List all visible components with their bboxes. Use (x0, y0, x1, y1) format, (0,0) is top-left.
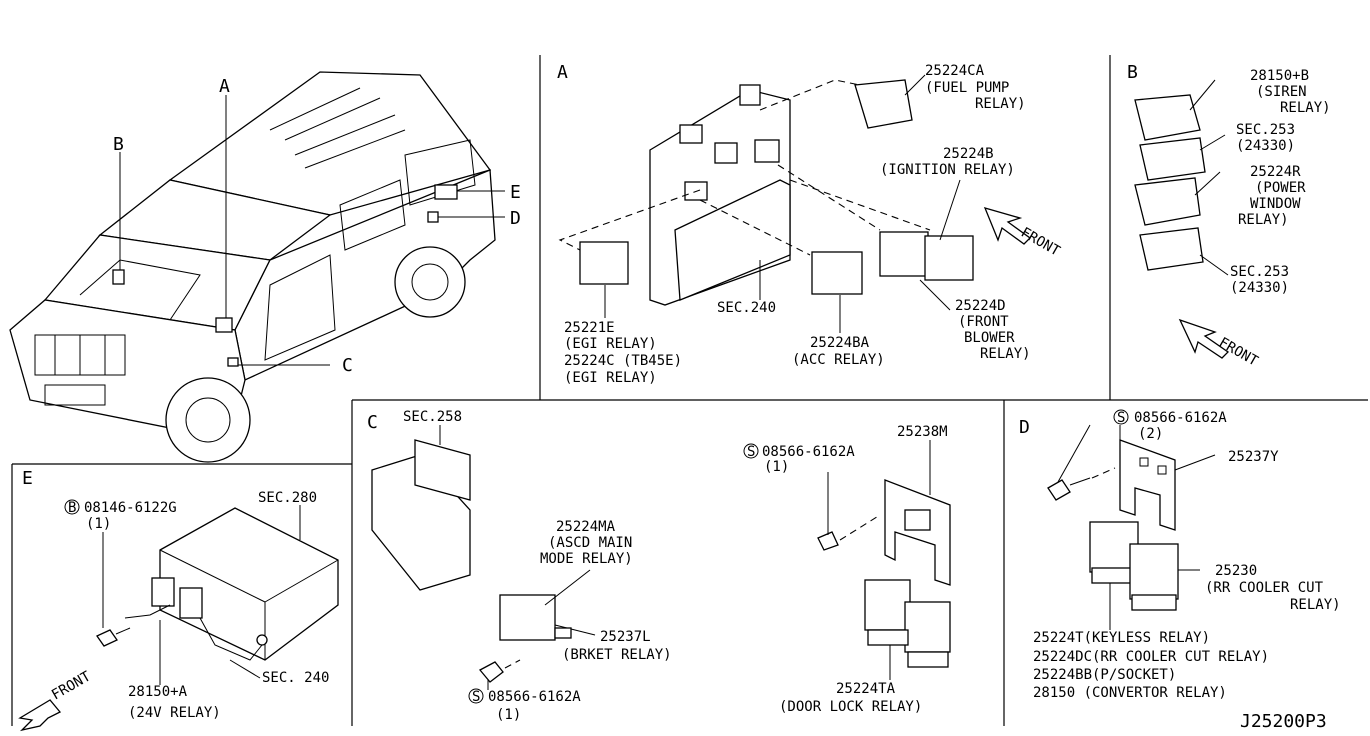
section-d: D S 08566-6162A (2) 25237Y 25230 (RR COO… (1019, 409, 1341, 701)
c-bracket-part: 25237L (600, 629, 651, 645)
c-ascd-desc2: MODE RELAY) (540, 551, 633, 567)
d-rr-cooler-part: 25230 (1215, 563, 1257, 579)
d-list-item-3: 25224BB(P/SOCKET) (1033, 667, 1176, 683)
d-list-item-4: 28150 (CONVERTOR RELAY) (1033, 685, 1227, 701)
marker-c: C (342, 355, 353, 376)
c-screw2-symbol: S (747, 444, 755, 460)
b-front-label: FRONT (1216, 335, 1261, 370)
d-bracket-part: 25237Y (1228, 449, 1279, 465)
b-siren-desc2: RELAY) (1280, 100, 1331, 116)
c-bracket-m-part: 25238M (897, 424, 948, 440)
section-a-letter: A (557, 62, 568, 83)
c-ascd-desc: (ASCD MAIN (548, 535, 632, 551)
d-screw-part: 08566-6162A (1134, 410, 1227, 426)
section-e: E B 08146-6122G (1) SEC.280 FRONT 28150+… (18, 468, 339, 732)
d-list-item-2: 25224DC(RR COOLER CUT RELAY) (1033, 649, 1269, 665)
a-egi-desc: (EGI RELAY) (564, 336, 657, 352)
a-blower-desc3: RELAY) (980, 346, 1031, 362)
d-screw-qty: (2) (1138, 426, 1163, 442)
b-power-window-desc2: WINDOW (1250, 196, 1301, 212)
c-ascd-part: 25224MA (556, 519, 616, 535)
b-sec253b: SEC.253 (1230, 264, 1289, 280)
section-b-letter: B (1127, 62, 1138, 83)
c-bracket-desc: (BRKET RELAY) (562, 647, 672, 663)
section-c-letter: C (367, 412, 378, 433)
d-list-item-1: 25224T(KEYLESS RELAY) (1033, 630, 1210, 646)
c-screw2-symbol-ring (743, 443, 759, 459)
a-blower-desc: (FRONT (958, 314, 1009, 330)
e-relay-desc: (24V RELAY) (128, 705, 221, 721)
e-bolt-part: 08146-6122G (84, 500, 177, 516)
panel-borders (11, 55, 1368, 726)
section-d-letter: D (1019, 417, 1030, 438)
a-blower-part: 25224D (955, 298, 1006, 314)
d-screw-symbol-ring (1113, 409, 1129, 425)
a-acc-part: 25224BA (810, 335, 870, 351)
d-rr-cooler-desc: (RR COOLER CUT (1205, 580, 1324, 596)
a-blower-desc2: BLOWER (964, 330, 1015, 346)
b-sec253a: SEC.253 (1236, 122, 1295, 138)
e-bolt-symbol: B (68, 500, 76, 516)
marker-d: D (510, 208, 521, 229)
c-screw-symbol: S (472, 689, 480, 705)
e-bolt-qty: (1) (86, 516, 111, 532)
b-power-window-desc3: RELAY) (1238, 212, 1289, 228)
a-fuel-pump-desc: (FUEL PUMP (925, 80, 1009, 96)
d-screw-symbol: S (1117, 410, 1125, 426)
e-relay-part: 28150+A (128, 684, 188, 700)
c-sec258: SEC.258 (403, 409, 462, 425)
a-ignition-desc: (IGNITION RELAY) (880, 162, 1015, 178)
c-screw2-part: 08566-6162A (762, 444, 855, 460)
a-fuel-pump-desc2: RELAY) (975, 96, 1026, 112)
d-rr-cooler-desc2: RELAY) (1290, 597, 1341, 613)
a-acc-desc: (ACC RELAY) (792, 352, 885, 368)
a-egi-desc2: (EGI RELAY) (564, 370, 657, 386)
marker-b: B (113, 134, 124, 155)
section-a: A 25224CA (FUEL PUMP RELAY) 25224B (557, 62, 1063, 386)
c-door-lock-part: 25224TA (836, 681, 896, 697)
c-screw-part: 08566-6162A (488, 689, 581, 705)
section-b: B 28150+B (SIREN RELAY) SEC.253 (24330) … (1127, 62, 1331, 370)
a-fuel-pump-part: 25224CA (925, 63, 985, 79)
b-sec253b-num: (24330) (1230, 280, 1289, 296)
diagram-id: J25200P3 (1240, 711, 1327, 732)
section-c: C SEC.258 25224MA (ASCD MAIN MODE RELAY) (367, 409, 951, 723)
section-e-letter: E (22, 468, 33, 489)
a-egi-part: 25221E (564, 320, 615, 336)
marker-e: E (510, 182, 521, 203)
c-screw-symbol-ring (468, 688, 484, 704)
b-power-window-part: 25224R (1250, 164, 1301, 180)
e-bolt-symbol-ring (64, 499, 80, 515)
e-sec280: SEC.280 (258, 490, 317, 506)
e-front-label: FRONT (49, 668, 94, 703)
c-screw-qty: (1) (496, 707, 521, 723)
a-egi-part2: 25224C (TB45E) (564, 353, 682, 369)
vehicle-overview: A B C E D (9, 71, 521, 463)
a-ignition-part: 25224B (943, 146, 994, 162)
b-sec253a-num: (24330) (1236, 138, 1295, 154)
c-screw2-qty: (1) (764, 459, 789, 475)
b-power-window-desc: (POWER (1255, 180, 1306, 196)
b-siren-desc: (SIREN (1256, 84, 1307, 100)
a-sec240: SEC.240 (717, 300, 776, 316)
b-siren-part: 28150+B (1250, 68, 1309, 84)
marker-a: A (219, 76, 230, 97)
e-sec240: SEC. 240 (262, 670, 329, 686)
c-door-lock-desc: (DOOR LOCK RELAY) (779, 699, 922, 715)
a-front-label: FRONT (1018, 225, 1063, 260)
